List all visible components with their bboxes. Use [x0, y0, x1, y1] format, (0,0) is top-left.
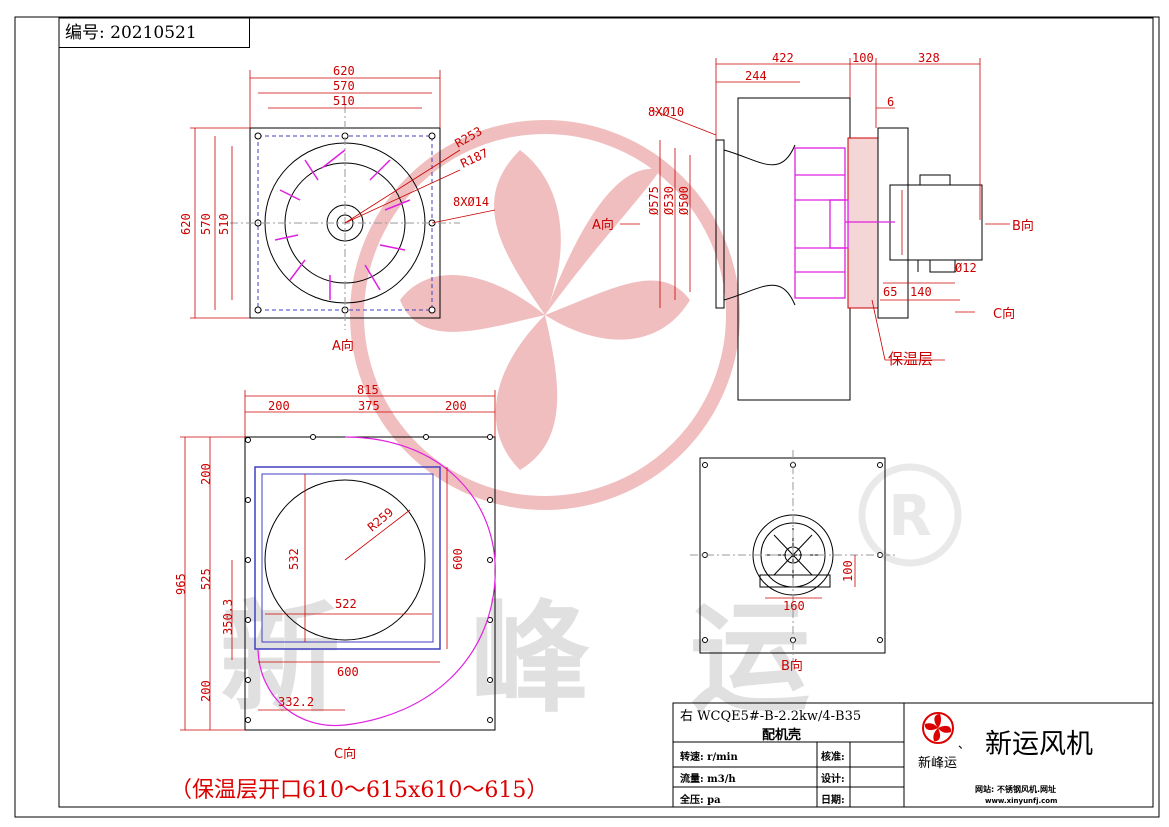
model-line: 右 WCQE5#-B-2.2kw/4-B35	[680, 709, 862, 724]
dim-label: 保温层	[888, 350, 933, 368]
c-view-dimensions	[180, 390, 496, 731]
c-view	[244, 434, 496, 731]
title-block	[672, 702, 1154, 808]
dim-label: 65	[883, 285, 897, 299]
b-view	[690, 450, 895, 665]
view-label: A向	[592, 217, 614, 233]
inner-border	[58, 17, 1154, 808]
scroll-casing	[257, 436, 496, 727]
svg-text:峰: 峰	[470, 588, 590, 729]
watermark-text: 新 峰 运	[220, 588, 810, 729]
dim-label: 8XØ14	[453, 195, 489, 209]
dim-label: 328	[918, 51, 940, 65]
view-label: C向	[334, 746, 356, 762]
dim-label: 965	[174, 573, 188, 595]
dim-label: Ø530	[662, 186, 676, 215]
speed-label: 转速: r/min	[680, 752, 738, 763]
dim-label: 160	[783, 599, 805, 613]
dim-label: 570	[333, 79, 355, 93]
pressure-label: 全压: pa	[680, 795, 721, 806]
dim-label: 422	[772, 51, 794, 65]
design-label: 设计:	[821, 774, 845, 785]
dim-label: 100	[841, 560, 855, 582]
dim-label: 532	[287, 548, 301, 570]
dim-label: 100	[852, 51, 874, 65]
svg-text:、: 、	[958, 737, 970, 751]
model-subtitle: 配机壳	[762, 728, 802, 743]
dim-label: 510	[217, 213, 231, 235]
drawing-number: 编号: 20210521	[59, 18, 250, 48]
brand-name: 新运风机	[985, 729, 1093, 760]
dim-label: R259	[365, 505, 396, 534]
view-label: C向	[993, 306, 1015, 322]
dim-label: 200	[445, 399, 467, 413]
dim-label: Ø575	[647, 186, 661, 215]
dim-label: Ø12	[955, 261, 977, 275]
svg-text:R: R	[888, 484, 931, 549]
dim-label: 375	[358, 399, 380, 413]
brand-logo: 、	[922, 712, 970, 751]
brand-sub: 新峰运	[918, 756, 958, 771]
view-label: B向	[1012, 218, 1034, 234]
check-label: 核准:	[821, 752, 845, 763]
insulation-note: （保温层开口610～615x610～615）	[170, 778, 549, 803]
side-view-dimensions	[620, 58, 1010, 361]
side-view	[715, 97, 983, 401]
dim-label: 525	[199, 568, 213, 590]
site-label: 网站: 不锈钢风机.网址	[975, 785, 1057, 794]
watermark-logo: R	[350, 120, 962, 567]
dim-label: 522	[335, 597, 357, 611]
dim-label: 200	[199, 680, 213, 702]
outer-border	[14, 16, 1160, 818]
dim-label: 200	[268, 399, 290, 413]
side-view-labels: 422 100 328 244 8XØ10 6 Ø575 Ø530 Ø500 Ø…	[592, 51, 1034, 368]
site-url: www.xinyunfj.com	[985, 797, 1058, 805]
dim-label: 6	[887, 95, 894, 109]
date-label: 日期:	[821, 795, 845, 806]
c-view-labels: 815 200 375 200 200 965 525 350.3 200 33…	[174, 383, 467, 762]
b-view-labels: 160 100 B向	[781, 560, 855, 674]
dim-label: 620	[333, 64, 355, 78]
dim-label: 350.3	[221, 599, 235, 635]
dim-label: 510	[333, 94, 355, 108]
dim-label: 570	[199, 213, 213, 235]
a-view-dimensions	[190, 70, 496, 319]
dim-label: 600	[337, 665, 359, 679]
dim-label: 200	[199, 463, 213, 485]
dim-label: 244	[745, 69, 767, 83]
svg-text:新: 新	[220, 588, 340, 729]
dim-label: 8XØ10	[648, 105, 684, 119]
dim-label: 600	[451, 548, 465, 570]
view-label: A向	[332, 338, 354, 354]
impeller-side	[794, 147, 895, 299]
dim-label: 815	[357, 383, 379, 397]
view-label: B向	[781, 658, 803, 674]
flow-label: 流量: m3/h	[680, 774, 736, 785]
svg-text:运: 运	[690, 588, 810, 729]
dim-label: 332.2	[278, 695, 314, 709]
dim-label: 620	[179, 213, 193, 235]
b-view-dimensions	[765, 555, 856, 599]
dim-label: 140	[910, 285, 932, 299]
dim-label: Ø500	[677, 186, 691, 215]
